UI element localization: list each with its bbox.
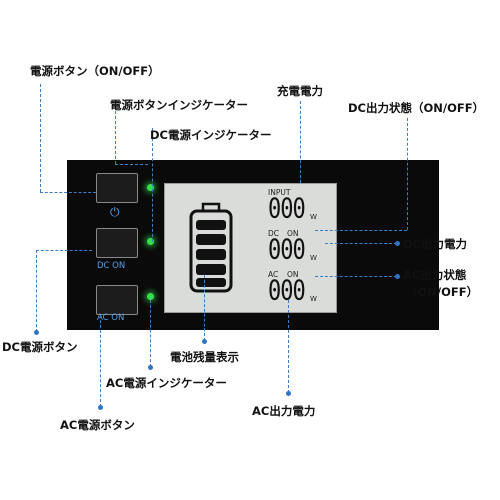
battery-icon	[189, 202, 233, 293]
label-battery-level: 電池残量表示	[170, 350, 239, 364]
callout-line	[115, 101, 116, 164]
callout-dot	[202, 339, 207, 344]
callout-line	[36, 250, 37, 332]
ac-unit: W	[310, 295, 317, 303]
callout-line	[325, 243, 397, 244]
label-ac-indicator: AC電源インジケーター	[106, 376, 227, 390]
callout-line	[150, 300, 151, 367]
callout-dot	[395, 241, 400, 246]
label-ac-output-power: AC出力電力	[252, 404, 316, 418]
callout-line	[40, 84, 41, 192]
ac-button-label: AC ON	[97, 313, 125, 323]
lcd-screen: INPUT 000 W DC ON 000 W AC ON 000 W	[164, 183, 337, 313]
label-dc-output-power: DC出力電力	[403, 237, 467, 251]
callout-dot	[148, 365, 153, 370]
ac-indicator-led	[147, 293, 154, 300]
callout-line	[300, 101, 301, 183]
input-value: 000	[268, 193, 306, 225]
label-ac-output-state-onoff: （ON/OFF）	[406, 285, 479, 299]
label-ac-power-button: AC電源ボタン	[60, 418, 135, 432]
callout-line	[40, 192, 96, 193]
input-unit: W	[310, 213, 317, 221]
callout-line	[288, 300, 289, 393]
ac-power-button[interactable]	[96, 285, 138, 315]
dc-label: DC	[268, 229, 280, 238]
callout-line	[36, 250, 92, 251]
power-icon: ⏻	[110, 205, 120, 219]
callout-dot	[286, 391, 291, 396]
dc-button-label: DC ON	[97, 261, 126, 271]
callout-line	[204, 275, 205, 341]
callout-dot	[34, 330, 39, 335]
ac-state: ON	[287, 270, 299, 279]
callout-line	[100, 315, 101, 407]
callout-dot	[395, 274, 400, 279]
label-dc-indicator: DC電源インジケーター	[150, 128, 272, 142]
label-power-indicator: 電源ボタンインジケーター	[110, 98, 248, 112]
callout-line	[315, 276, 397, 277]
label-charge-power: 充電電力	[277, 84, 323, 98]
label-dc-output-state: DC出力状態（ON/OFF）	[348, 101, 485, 115]
label-ac-output-state: AC出力状態	[403, 268, 467, 282]
ac-label: AC	[268, 270, 279, 279]
callout-line	[115, 164, 148, 165]
callout-line	[407, 118, 408, 230]
dc-state: ON	[287, 229, 299, 238]
callout-dot	[98, 405, 103, 410]
label-power-button: 電源ボタン（ON/OFF）	[30, 64, 160, 78]
callout-line	[152, 128, 153, 242]
dc-unit: W	[310, 254, 317, 262]
dc-value: 000	[268, 234, 306, 266]
input-label: INPUT	[268, 188, 291, 197]
dc-indicator-led	[147, 238, 154, 245]
power-indicator-led	[147, 184, 154, 191]
dc-power-button[interactable]	[96, 228, 138, 258]
label-dc-power-button: DC電源ボタン	[2, 340, 78, 354]
callout-line	[315, 230, 407, 231]
power-button[interactable]	[96, 173, 138, 203]
ac-value: 000	[268, 275, 306, 307]
